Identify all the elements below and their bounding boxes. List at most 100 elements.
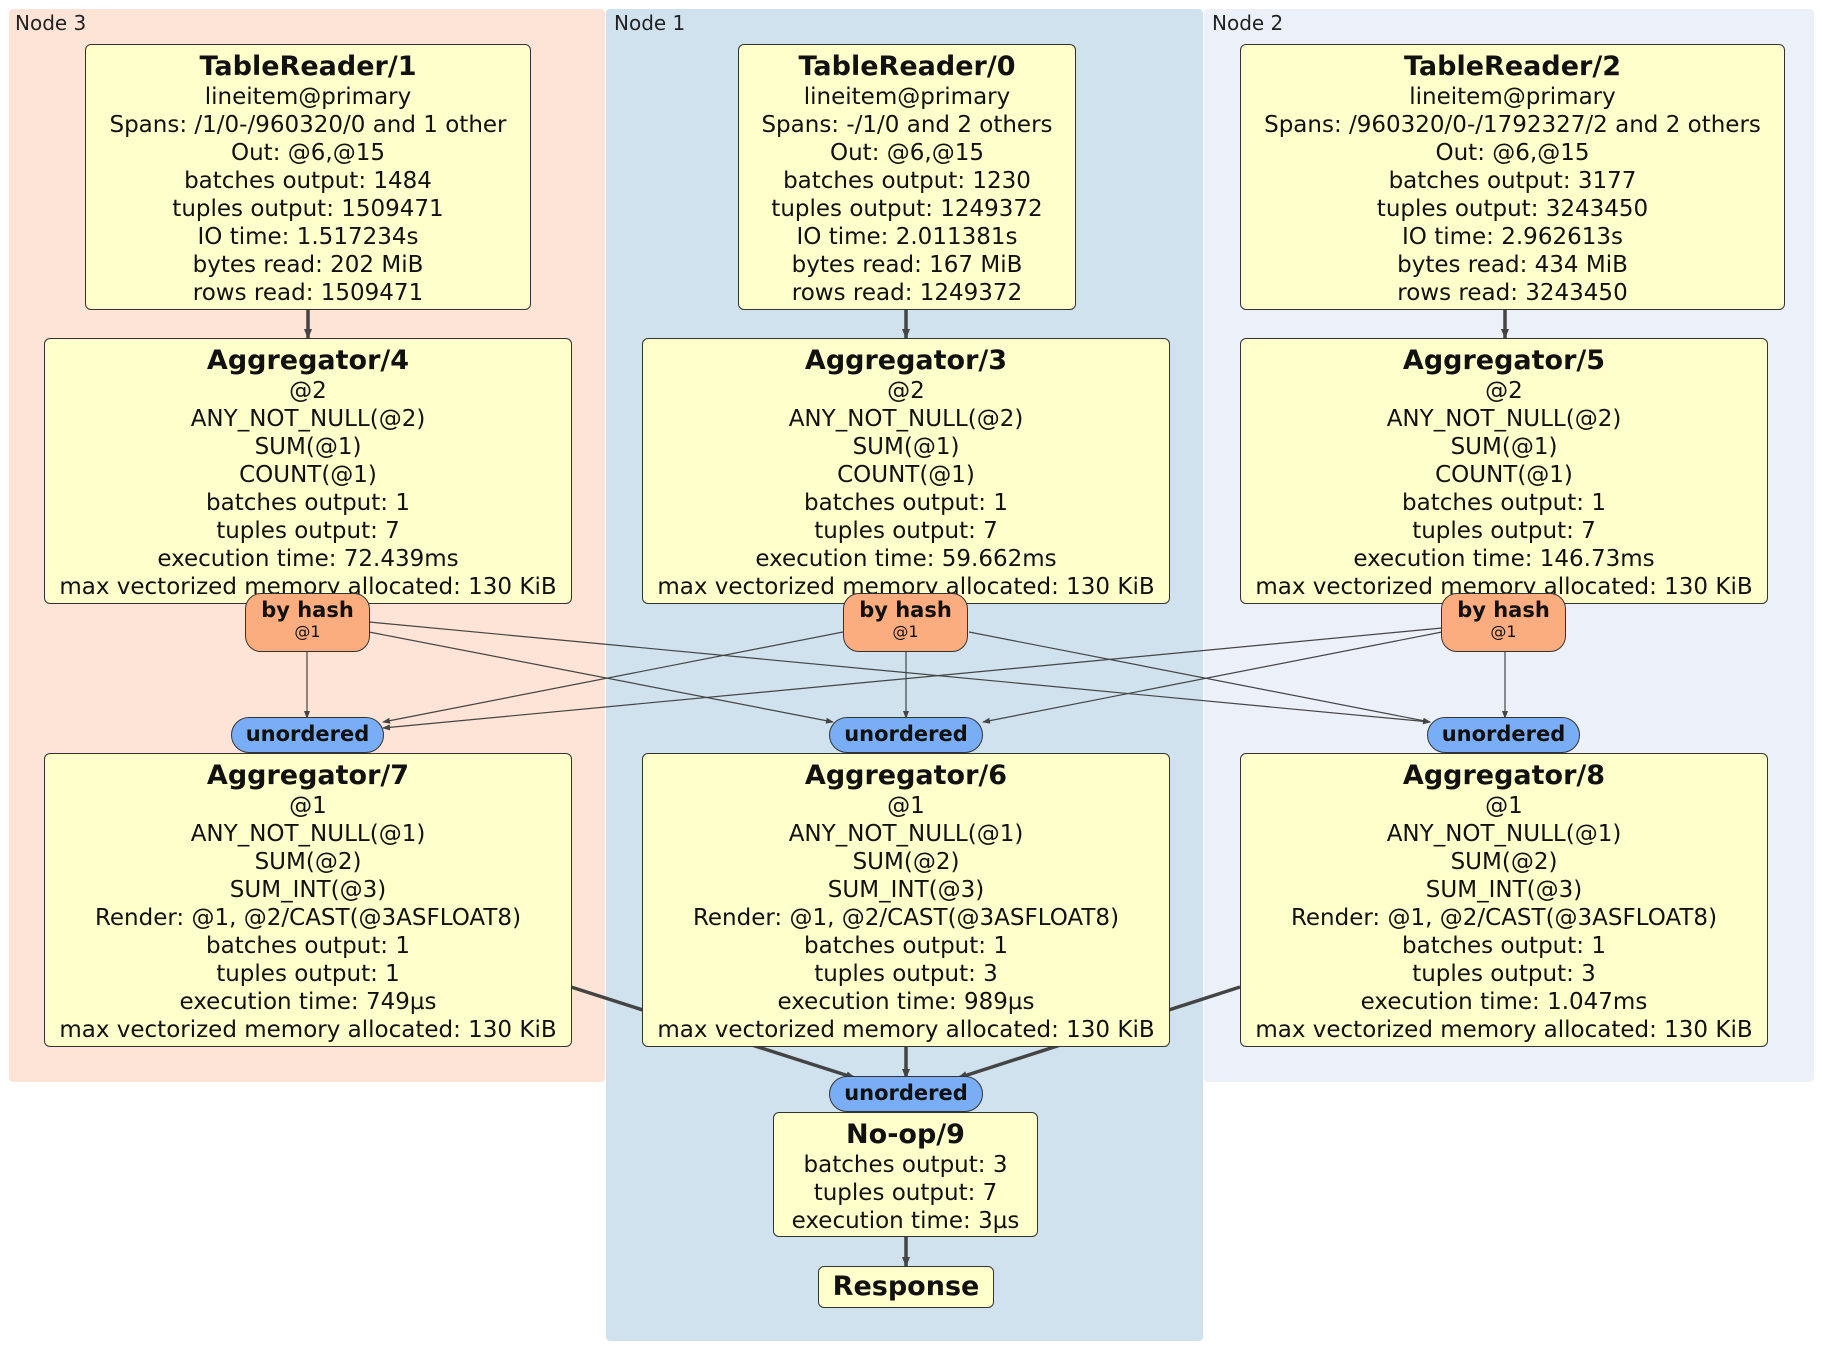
processor-line: batches output: 1230 [783,168,1031,194]
processor-line: tuples output: 7 [1412,518,1596,544]
processor-line: tuples output: 1509471 [172,196,444,222]
response-node: Response [818,1266,994,1308]
sync-unordered-6: unordered [829,717,983,753]
processor-line: execution time: 72.439ms [157,546,459,572]
router-by-hash-5: by hash @1 [1441,593,1566,652]
processor-title: Aggregator/5 [1402,345,1606,376]
processor-line: Render: @1, @2/CAST(@3ASFLOAT8) [1290,905,1718,931]
processor-line: tuples output: 7 [216,518,400,544]
processor-line: batches output: 1484 [184,168,432,194]
processor-title: TableReader/0 [798,51,1016,82]
node2-label: Node 2 [1212,11,1284,35]
aggregator-7: Aggregator/7 @1 ANY_NOT_NULL(@1) SUM(@2)… [44,753,572,1047]
processor-title: Aggregator/8 [1402,760,1606,791]
processor-line: max vectorized memory allocated: 130 KiB [59,1017,557,1043]
processor-line: tuples output: 3 [814,961,998,987]
processor-line: Render: @1, @2/CAST(@3ASFLOAT8) [692,905,1120,931]
tablereader-2: TableReader/2 lineitem@primary Spans: /9… [1240,44,1785,310]
processor-line: ANY_NOT_NULL(@1) [1386,821,1622,847]
processor-line: rows read: 3243450 [1397,280,1628,306]
processor-line: SUM(@1) [254,434,362,460]
processor-line: ANY_NOT_NULL(@2) [1386,406,1622,432]
processor-line: tuples output: 7 [814,518,998,544]
router-column: @1 [892,622,919,641]
aggregator-3: Aggregator/3 @2 ANY_NOT_NULL(@2) SUM(@1)… [642,338,1170,604]
noop-9: No-op/9 batches output: 3 tuples output:… [773,1112,1038,1237]
aggregator-8: Aggregator/8 @1 ANY_NOT_NULL(@1) SUM(@2)… [1240,753,1768,1047]
processor-line: bytes read: 167 MiB [791,252,1023,278]
processor-line: Spans: -/1/0 and 2 others [761,112,1053,138]
sync-unordered-8: unordered [1427,717,1580,753]
processor-line: SUM(@1) [1450,434,1558,460]
processor-line: tuples output: 3 [1412,961,1596,987]
processor-line: @1 [289,793,327,819]
processor-line: ANY_NOT_NULL(@2) [788,406,1024,432]
processor-line: Spans: /1/0-/960320/0 and 1 other [109,112,507,138]
node1-label: Node 1 [614,11,686,35]
processor-line: SUM(@1) [852,434,960,460]
processor-line: @2 [1485,378,1523,404]
processor-title: TableReader/2 [1404,51,1621,82]
processor-title: No-op/9 [846,1119,965,1150]
processor-line: lineitem@primary [803,84,1011,110]
processor-line: tuples output: 1249372 [771,196,1043,222]
processor-line: Out: @6,@15 [830,140,984,166]
processor-line: IO time: 2.962613s [1402,224,1623,250]
router-by-hash-4: by hash @1 [245,593,370,652]
router-column: @1 [1490,622,1517,641]
processor-line: execution time: 146.73ms [1353,546,1655,572]
processor-title: Aggregator/7 [206,760,410,791]
processor-line: max vectorized memory allocated: 130 KiB [1255,1017,1753,1043]
aggregator-6: Aggregator/6 @1 ANY_NOT_NULL(@1) SUM(@2)… [642,753,1170,1047]
processor-line: Spans: /960320/0-/1792327/2 and 2 others [1264,112,1761,138]
processor-line: bytes read: 434 MiB [1397,252,1628,278]
processor-line: batches output: 1 [206,490,410,516]
processor-line: batches output: 1 [1402,933,1606,959]
sync-unordered-9: unordered [829,1076,983,1112]
processor-line: rows read: 1509471 [192,280,424,306]
processor-line: COUNT(@1) [1435,462,1573,488]
tablereader-1: TableReader/1 lineitem@primary Spans: /1… [85,44,531,310]
processor-line: @2 [887,378,925,404]
router-title: by hash [859,598,952,622]
processor-line: SUM(@2) [852,849,960,875]
processor-line: @1 [887,793,925,819]
processor-line: tuples output: 1 [216,961,400,987]
processor-line: IO time: 2.011381s [796,224,1018,250]
processor-line: SUM_INT(@3) [229,877,387,903]
processor-line: COUNT(@1) [239,462,377,488]
processor-line: SUM(@2) [1450,849,1558,875]
router-column: @1 [294,622,321,641]
processor-line: ANY_NOT_NULL(@1) [788,821,1024,847]
processor-line: COUNT(@1) [837,462,975,488]
processor-line: execution time: 1.047ms [1360,989,1648,1015]
processor-line: Out: @6,@15 [1435,140,1590,166]
processor-line: batches output: 3177 [1388,168,1637,194]
processor-line: bytes read: 202 MiB [192,252,424,278]
processor-line: rows read: 1249372 [791,280,1023,306]
processor-title: Aggregator/4 [206,345,410,376]
processor-line: lineitem@primary [1409,84,1616,110]
processor-title: TableReader/1 [199,51,417,82]
processor-line: execution time: 989µs [777,989,1035,1015]
aggregator-5: Aggregator/5 @2 ANY_NOT_NULL(@2) SUM(@1)… [1240,338,1768,604]
processor-title: Aggregator/6 [804,760,1008,791]
processor-line: max vectorized memory allocated: 130 KiB [657,1017,1155,1043]
processor-line: execution time: 749µs [179,989,437,1015]
aggregator-4: Aggregator/4 @2 ANY_NOT_NULL(@2) SUM(@1)… [44,338,572,604]
processor-line: ANY_NOT_NULL(@2) [190,406,426,432]
processor-line: execution time: 59.662ms [755,546,1057,572]
router-by-hash-3: by hash @1 [843,593,968,652]
processor-line: batches output: 3 [803,1152,1008,1178]
processor-line: tuples output: 3243450 [1376,196,1649,222]
processor-line: batches output: 1 [206,933,410,959]
processor-line: IO time: 1.517234s [197,224,419,250]
node3-label: Node 3 [15,11,87,35]
processor-line: lineitem@primary [204,84,412,110]
processor-line: Render: @1, @2/CAST(@3ASFLOAT8) [94,905,522,931]
processor-line: SUM_INT(@3) [827,877,985,903]
processor-line: batches output: 1 [1402,490,1606,516]
router-title: by hash [261,598,354,622]
processor-line: SUM(@2) [254,849,362,875]
processor-line: @2 [289,378,327,404]
